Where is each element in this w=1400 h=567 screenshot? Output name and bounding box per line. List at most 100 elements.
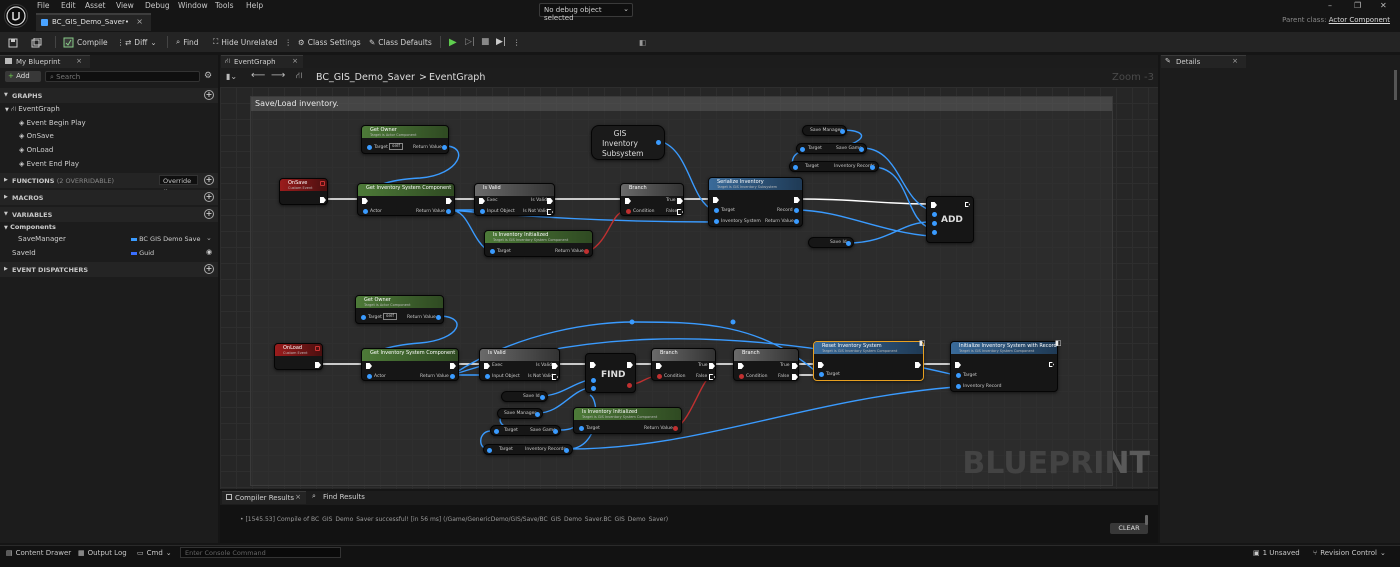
inventory-records-getter-node-2[interactable]: Target Inventory Records: [483, 444, 573, 455]
save-manager-getter-node-2[interactable]: Save Manager: [497, 408, 543, 419]
variable-type-save-id[interactable]: Guid: [131, 249, 154, 257]
variables-section[interactable]: ▼ VARIABLES +: [0, 207, 218, 222]
on-save-event-node[interactable]: OnSave Custom Event: [279, 178, 328, 205]
unreal-logo-icon[interactable]: [4, 4, 28, 28]
menu-view[interactable]: View: [116, 1, 134, 10]
save-icon[interactable]: [8, 36, 18, 50]
event-graph-item[interactable]: ▼ ⛙ EventGraph: [5, 105, 60, 114]
diff-button[interactable]: ⇄ Diff ⌄: [125, 35, 157, 49]
breadcrumb-root[interactable]: BC_GIS_Demo_Saver: [316, 72, 415, 83]
get-owner-node[interactable]: Get Owner Target is Actor Component Targ…: [361, 125, 449, 154]
debug-filter-icon[interactable]: ◧: [639, 37, 647, 47]
my-blueprint-tab[interactable]: My Blueprint ×: [0, 55, 90, 68]
branch-node[interactable]: Branch True Condition False: [620, 183, 684, 216]
menu-window[interactable]: Window: [178, 1, 208, 10]
save-id-getter-node[interactable]: Save Id: [808, 237, 854, 248]
log-scrollbar[interactable]: [1145, 515, 1148, 525]
class-settings-button[interactable]: ⚙ Class Settings: [298, 35, 361, 49]
more-icon[interactable]: ⋮: [513, 37, 521, 47]
compiler-results-tab[interactable]: Compiler Results ×: [222, 491, 306, 504]
is-inventory-initialized-node[interactable]: Is Inventory Initialized Target is GIS I…: [484, 230, 593, 257]
breadcrumb-leaf[interactable]: EventGraph: [429, 72, 486, 83]
graphs-section[interactable]: ▼ GRAPHS +: [0, 88, 218, 103]
is-valid-node-2[interactable]: Is Valid Exec Is Valid Input Object Is N…: [479, 348, 560, 381]
event-item-on-save[interactable]: ◈ OnSave: [19, 132, 54, 140]
branch-node-3[interactable]: Branch True Condition False: [733, 348, 799, 381]
document-tab[interactable]: BC_GIS_Demo_Saver• ×: [36, 13, 151, 31]
save-manager-getter-node[interactable]: Save Manager: [802, 125, 847, 136]
close-icon[interactable]: ×: [1232, 57, 1238, 65]
add-macro-icon[interactable]: +: [204, 192, 214, 202]
bookmark-icon[interactable]: ▮⌄: [226, 72, 238, 81]
cmd-dropdown[interactable]: ▭ Cmd ⌄: [137, 549, 172, 557]
add-variable-icon[interactable]: +: [204, 209, 214, 219]
variable-type-save-manager[interactable]: BC GIS Demo Save: [131, 235, 201, 243]
menu-help[interactable]: Help: [246, 1, 264, 10]
stop-icon[interactable]: ■: [481, 37, 490, 47]
add-node[interactable]: ADD: [926, 196, 974, 243]
dispatchers-section[interactable]: ▶ EVENT DISPATCHERS +: [0, 262, 218, 277]
variable-save-manager[interactable]: SaveManager: [18, 235, 66, 243]
menu-edit[interactable]: Edit: [61, 1, 76, 10]
find-results-tab[interactable]: ⌕ Find Results: [310, 491, 380, 504]
menu-tools[interactable]: Tools: [215, 1, 234, 10]
hide-unrelated-button[interactable]: ⛶ Hide Unrelated ⋮: [213, 35, 292, 49]
get-inventory-system-component-node[interactable]: Get Inventory System Component Actor Ret…: [357, 183, 455, 216]
is-valid-node[interactable]: Is Valid Exec Is Valid Input Object Is N…: [474, 183, 555, 216]
add-dispatcher-icon[interactable]: +: [204, 264, 214, 274]
parent-class-link[interactable]: Actor Component: [1328, 16, 1390, 24]
menu-debug[interactable]: Debug: [145, 1, 170, 10]
save-game-getter-node-2[interactable]: Target Save Game: [490, 425, 561, 436]
forward-arrow-icon[interactable]: ⟶: [271, 70, 286, 81]
macros-section[interactable]: ▶ MACROS +: [0, 190, 218, 205]
close-icon[interactable]: ×: [295, 493, 301, 501]
details-tab[interactable]: ✎ Details ×: [1161, 55, 1246, 68]
step-icon[interactable]: ▷|: [465, 37, 475, 47]
save-id-getter-node-2[interactable]: Save Id: [501, 391, 548, 402]
search-input[interactable]: ⌕ Search: [45, 71, 200, 82]
event-graph-tab[interactable]: ⛙ EventGraph ×: [221, 55, 303, 68]
debug-object-select[interactable]: No debug object selected ⌄: [539, 3, 633, 22]
class-defaults-button[interactable]: ✎ Class Defaults: [369, 35, 432, 49]
serialize-inventory-node[interactable]: Serialize Inventory Target is GIS Invent…: [708, 177, 803, 227]
on-load-event-node[interactable]: OnLoad Custom Event: [274, 343, 323, 370]
gear-icon[interactable]: ⚙: [204, 71, 213, 81]
window-close-icon[interactable]: ✕: [1380, 1, 1387, 10]
variable-save-id[interactable]: SaveId: [12, 249, 36, 257]
branch-node-2[interactable]: Branch True Condition False: [651, 348, 716, 381]
browse-icon[interactable]: [31, 36, 42, 50]
add-graph-icon[interactable]: +: [204, 90, 214, 100]
add-button[interactable]: + Add: [5, 71, 41, 82]
is-inventory-initialized-node-2[interactable]: Is Inventory Initialized Target is GIS I…: [573, 407, 682, 434]
play-icon[interactable]: ▶: [449, 36, 457, 48]
components-category[interactable]: ▼ Components: [4, 223, 56, 231]
find-button[interactable]: ⌕ Find: [176, 35, 199, 49]
details-scrollbar[interactable]: [1394, 70, 1397, 100]
close-icon[interactable]: ×: [292, 57, 298, 65]
unsaved-button[interactable]: ▣ 1 Unsaved: [1253, 549, 1300, 557]
functions-section[interactable]: ▶ FUNCTIONS (2 OVERRIDABLE) Override ⌄ +: [0, 173, 218, 193]
inventory-records-getter-node[interactable]: Target Inventory Records: [789, 161, 879, 172]
reset-inventory-system-node[interactable]: Reset Inventory System Target is GIS Inv…: [813, 339, 926, 381]
output-log-button[interactable]: ▦ Output Log: [78, 549, 127, 557]
more-icon[interactable]: ⋮: [284, 37, 293, 47]
menu-file[interactable]: File: [37, 1, 50, 10]
event-item-on-load[interactable]: ◈ OnLoad: [19, 146, 53, 154]
event-item-end-play[interactable]: ◈ Event End Play: [19, 160, 79, 168]
revision-control-button[interactable]: ⑂ Revision Control ⌄: [1313, 549, 1386, 557]
get-owner-node-2[interactable]: Get Owner Target is Actor Component Targ…: [355, 295, 444, 324]
close-icon[interactable]: ×: [76, 57, 82, 65]
pin-default[interactable]: self: [383, 313, 397, 320]
initialize-with-record-node[interactable]: Initialize Inventory System with Record …: [950, 339, 1062, 392]
content-drawer-button[interactable]: ▤ Content Drawer: [6, 549, 71, 557]
minimize-icon[interactable]: –: [1328, 1, 1332, 10]
visibility-icon[interactable]: ⌄: [206, 234, 212, 242]
menu-asset[interactable]: Asset: [85, 1, 106, 10]
more-icon[interactable]: ⋮: [116, 37, 125, 47]
get-inventory-system-component-node-2[interactable]: Get Inventory System Component Actor Ret…: [361, 348, 459, 381]
eye-icon[interactable]: ◉: [206, 248, 213, 256]
pin-default[interactable]: self: [389, 143, 403, 150]
find-node[interactable]: FIND: [585, 353, 636, 393]
back-arrow-icon[interactable]: ⟵: [251, 70, 266, 81]
clear-button[interactable]: CLEAR: [1110, 523, 1148, 534]
